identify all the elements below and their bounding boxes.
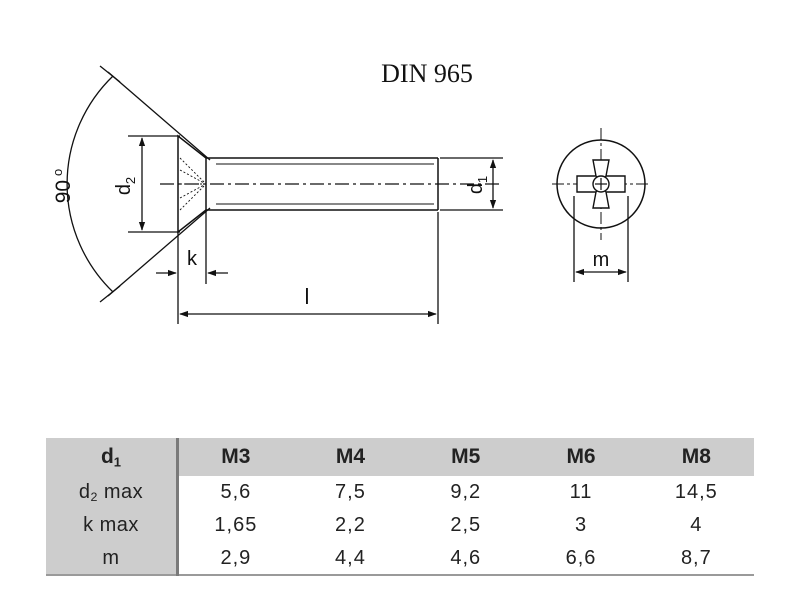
table-cell: 14,5 bbox=[674, 481, 718, 503]
svg-text:d2: d2 bbox=[113, 177, 138, 195]
d1-label-base: d bbox=[465, 183, 487, 194]
l-label: l bbox=[305, 284, 310, 309]
table-cell: 9,2 bbox=[450, 481, 482, 503]
angle-dimension bbox=[66, 65, 211, 303]
table-cell: 2,2 bbox=[335, 514, 366, 536]
header-size-m3: M3 bbox=[221, 445, 251, 468]
header-size-m4: M4 bbox=[335, 445, 366, 468]
table-header-row: d1 M3 M4 M5 M6 M8 bbox=[46, 438, 754, 476]
header-d1: d1 bbox=[46, 438, 179, 476]
table-cell: 11 bbox=[569, 481, 593, 503]
svg-text:90o: 90 o bbox=[50, 169, 75, 204]
row-label: k max bbox=[46, 509, 179, 542]
recess-lines bbox=[179, 157, 205, 211]
l-dimension bbox=[177, 212, 439, 324]
angle-unit: o bbox=[50, 169, 65, 176]
row-label: m bbox=[46, 542, 179, 576]
d1-dimension bbox=[440, 157, 503, 211]
screw-side-view bbox=[160, 134, 503, 234]
table-cell: 1,65 bbox=[214, 514, 258, 536]
k-label: k bbox=[187, 248, 198, 270]
table-row-k-max: k max 1,65 2,2 2,5 3 4 bbox=[46, 509, 754, 542]
standard-title: DIN 965 bbox=[381, 59, 473, 88]
table-row-d2-max: d2 max 5,6 7,5 9,2 11 14,5 bbox=[46, 476, 754, 509]
table-cell: 4 bbox=[690, 514, 703, 536]
d2-label-sub: 2 bbox=[123, 177, 138, 184]
d2-dimension bbox=[128, 135, 180, 233]
d1-label-sub: 1 bbox=[475, 176, 490, 183]
d2-label-base: d bbox=[113, 184, 135, 195]
table-cell: 4,4 bbox=[292, 542, 409, 576]
svg-text:d1: d1 bbox=[465, 176, 490, 194]
screw-technical-drawing: DIN 965 90o d2 bbox=[50, 59, 650, 324]
table-cell: 3 bbox=[574, 514, 588, 536]
angle-value: 90 bbox=[52, 180, 75, 203]
table-cell: 2,5 bbox=[450, 514, 482, 536]
table-cell: 2,9 bbox=[177, 542, 293, 576]
k-dimension bbox=[156, 210, 228, 284]
screw-head-top-view bbox=[552, 128, 650, 240]
table-cell: 4,6 bbox=[408, 542, 524, 576]
header-size-m6: M6 bbox=[566, 445, 596, 468]
table-cell: 5,6 bbox=[220, 481, 252, 503]
dimension-table: d1 M3 M4 M5 M6 M8 d2 max 5,6 7,5 9,2 11 … bbox=[46, 438, 754, 576]
table-cell: 8,7 bbox=[638, 542, 754, 576]
table-cell: 6,6 bbox=[523, 542, 639, 576]
table-row-m: m 2,9 4,4 4,6 6,6 8,7 bbox=[46, 542, 754, 576]
header-size-m8: M8 bbox=[681, 445, 711, 468]
header-size-m5: M5 bbox=[451, 445, 481, 468]
table-cell: 7,5 bbox=[335, 481, 366, 503]
m-dimension bbox=[573, 196, 629, 282]
m-label: m bbox=[593, 249, 610, 271]
row-label: d2 max bbox=[46, 476, 179, 509]
